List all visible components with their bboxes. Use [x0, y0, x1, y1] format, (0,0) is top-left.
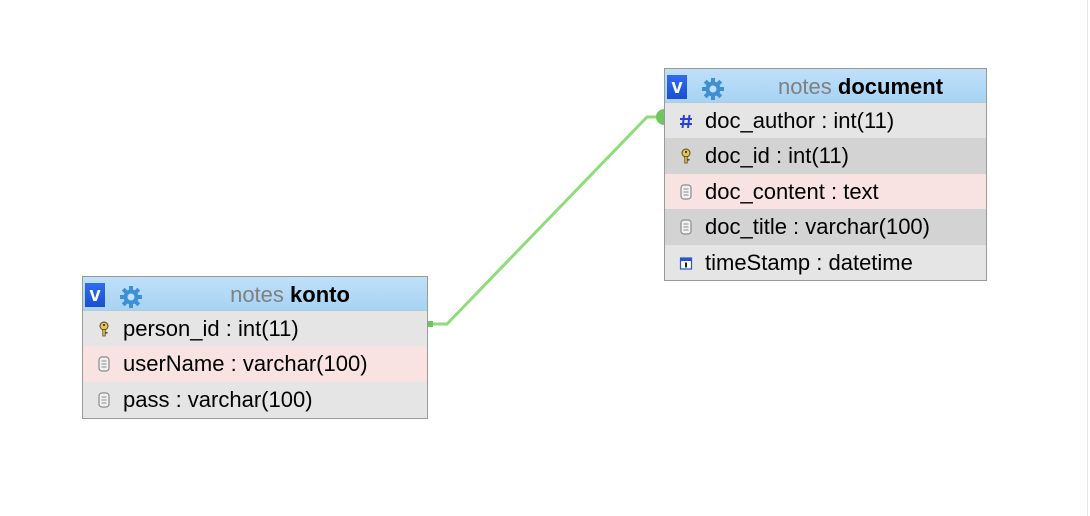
gear-icon[interactable]: [701, 77, 725, 101]
key-icon: [681, 148, 691, 164]
column-row-doc-id[interactable]: doc_id : int(11): [665, 138, 986, 174]
column-row-person-id[interactable]: person_id : int(11): [83, 311, 427, 347]
text-icon: [98, 392, 110, 408]
column-row-timestamp[interactable]: timeStamp : datetime: [665, 244, 986, 280]
column-row-doc-content[interactable]: doc_content : text: [665, 173, 986, 210]
table-name: konto: [290, 282, 350, 307]
relation-line[interactable]: [431, 115, 663, 326]
column-label: userName : varchar(100): [123, 351, 368, 377]
text-icon: [98, 356, 110, 372]
column-row-pass[interactable]: pass : varchar(100): [83, 381, 427, 418]
table-header[interactable]: v notes konto: [83, 277, 427, 311]
canvas-edge: [1087, 0, 1088, 516]
database-name: notes: [230, 282, 284, 307]
column-label: timeStamp : datetime: [705, 249, 913, 275]
column-label: pass : varchar(100): [123, 386, 313, 412]
table-document[interactable]: v notes document: [664, 68, 987, 281]
column-label: person_id : int(11): [123, 316, 299, 341]
table-title: notes konto: [153, 281, 427, 309]
column-row-username[interactable]: userName : varchar(100): [83, 346, 427, 382]
column-row-doc-title[interactable]: doc_title : varchar(100): [665, 209, 986, 245]
gear-icon[interactable]: [119, 285, 143, 309]
column-label: doc_author : int(11): [705, 108, 895, 133]
relation-start-marker: [427, 321, 433, 327]
table-header[interactable]: v notes document: [665, 69, 986, 103]
calendar-icon: [679, 256, 693, 270]
table-name: document: [837, 74, 944, 99]
text-icon: [680, 219, 692, 235]
column-label: doc_id : int(11): [705, 143, 849, 169]
table-konto[interactable]: v notes konto pers: [82, 276, 428, 419]
column-row-doc-author[interactable]: doc_author : int(11): [665, 103, 986, 139]
key-icon: [99, 321, 109, 337]
text-icon: [680, 184, 692, 200]
database-name: notes: [777, 74, 832, 99]
collapse-toggle-button[interactable]: v: [85, 283, 105, 307]
column-label: doc_title : varchar(100): [705, 214, 930, 240]
relation-end-marker: [656, 109, 664, 125]
table-title: notes document: [735, 73, 986, 101]
column-label: doc_content : text: [705, 178, 879, 204]
hash-icon: [680, 114, 692, 129]
collapse-toggle-button[interactable]: v: [667, 75, 687, 99]
